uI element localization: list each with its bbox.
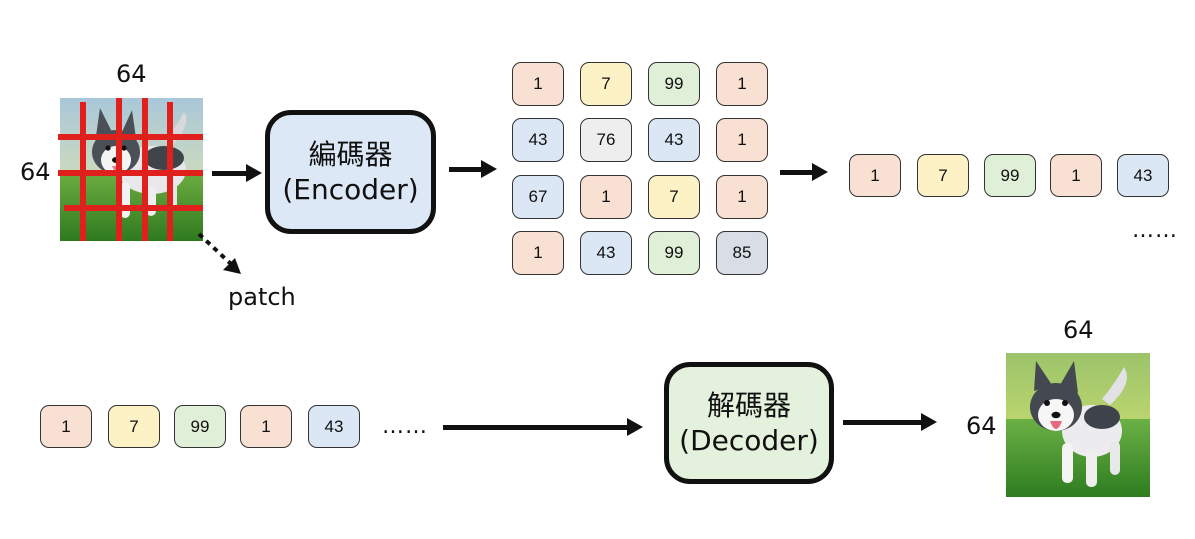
grid-line-v <box>167 102 173 241</box>
encoder-subtitle: (Encoder) <box>282 173 419 206</box>
token-grid-cell: 1 <box>716 62 768 106</box>
token-sequence-top: 1 7 99 1 43 <box>849 154 1169 198</box>
token-grid-cell: 43 <box>580 231 632 275</box>
sequence-token: 1 <box>240 405 292 448</box>
grid-line-v <box>116 98 122 241</box>
sequence-token: 7 <box>108 405 160 448</box>
arrow-to-token-sequence <box>780 163 828 181</box>
token-grid-cell: 99 <box>648 231 700 275</box>
token-grid-cell: 1 <box>512 231 564 275</box>
token-grid-cell: 99 <box>648 62 700 106</box>
encoder-title: 編碼器 <box>308 138 393 171</box>
input-image <box>58 98 203 241</box>
grid-line-h <box>58 134 203 140</box>
output-width-label: 64 <box>1063 316 1094 344</box>
token-grid-cell: 43 <box>512 118 564 162</box>
decoder-title: 解碼器 <box>706 389 791 422</box>
ellipsis-bottom: …… <box>382 414 428 439</box>
grid-line-v <box>142 98 148 241</box>
decoder-subtitle: (Decoder) <box>679 424 819 457</box>
token-grid-cell: 43 <box>648 118 700 162</box>
ellipsis-top: …… <box>1132 218 1178 243</box>
token-grid-cell: 1 <box>512 62 564 106</box>
arrow-to-token-grid <box>449 160 497 178</box>
encoder-box: 編碼器 (Encoder) <box>265 110 436 234</box>
output-image <box>1006 353 1150 497</box>
token-grid-cell: 7 <box>580 62 632 106</box>
token-sequence-bottom: 1 7 99 1 43 <box>40 405 360 449</box>
decoder-box: 解碼器 (Decoder) <box>664 362 834 484</box>
output-height-label: 64 <box>966 412 997 440</box>
sequence-token: 1 <box>849 154 901 197</box>
grid-line-h <box>64 205 203 211</box>
token-grid-cell: 7 <box>648 175 700 219</box>
input-width-label: 64 <box>116 60 147 88</box>
grid-line-v <box>80 102 86 241</box>
patch-grid <box>58 98 203 241</box>
arrow-to-decoder <box>443 418 643 436</box>
husky-dog-icon <box>1006 353 1150 497</box>
input-height-label: 64 <box>20 158 51 186</box>
sequence-token: 1 <box>1050 154 1102 197</box>
arrow-to-output-image <box>843 413 937 431</box>
sequence-token: 99 <box>984 154 1036 197</box>
grid-line-h <box>58 170 203 176</box>
sequence-token: 99 <box>174 405 226 448</box>
patch-pointer-arrow <box>197 232 241 274</box>
sequence-token: 43 <box>308 405 360 448</box>
token-grid-cell: 1 <box>580 175 632 219</box>
patch-label: patch <box>228 283 296 311</box>
token-grid-cell: 85 <box>716 231 768 275</box>
token-grid-cell: 1 <box>716 175 768 219</box>
sequence-token: 43 <box>1117 154 1169 197</box>
sequence-token: 7 <box>917 154 969 197</box>
token-grid-cell: 76 <box>580 118 632 162</box>
token-grid-cell: 1 <box>716 118 768 162</box>
token-grid-cell: 67 <box>512 175 564 219</box>
token-grid: 1 7 99 1 43 76 43 1 67 1 7 1 1 43 99 85 <box>512 62 768 276</box>
arrow-to-encoder <box>212 164 262 182</box>
sequence-token: 1 <box>40 405 92 448</box>
